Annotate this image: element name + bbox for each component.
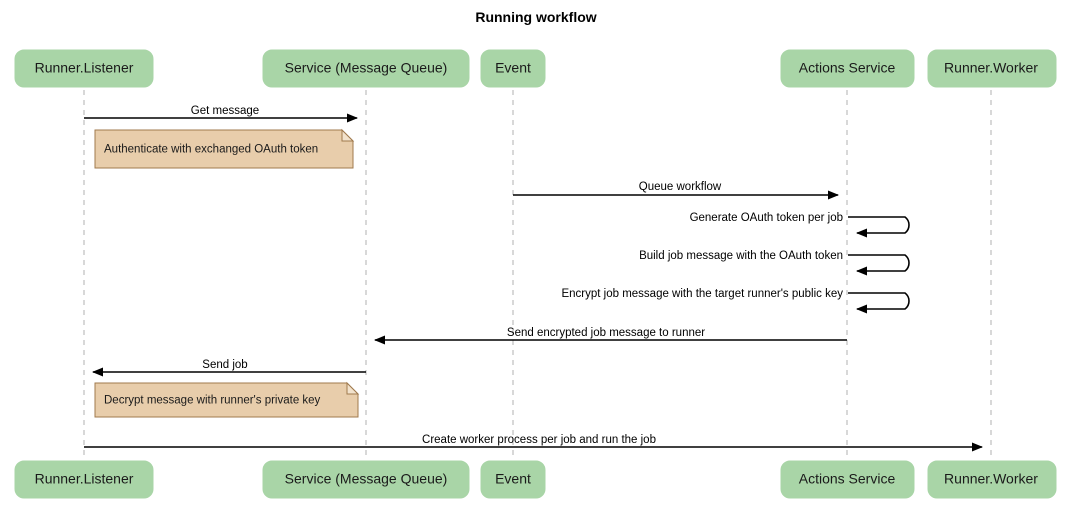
message-encrypt-job-message-with-the-target-runners-public-key: Encrypt job message with the target runn… [561,288,910,314]
participant-label: Runner.Worker [944,471,1038,487]
participant-label: Service (Message Queue) [285,60,448,76]
participant-box[interactable] [780,460,915,499]
participant-runner-listener-top[interactable]: Runner.Listener [14,49,154,88]
participant-label: Runner.Listener [35,471,134,487]
participant-runner-worker-bottom[interactable]: Runner.Worker [927,460,1057,499]
participant-box[interactable] [480,49,546,88]
note-label: Decrypt message with runner's private ke… [104,395,321,407]
message-label: Queue workflow [639,181,722,193]
participant-label: Runner.Listener [35,60,134,76]
message-self-loop [848,254,910,276]
participant-label: Service (Message Queue) [285,471,448,487]
message-self-loop [848,216,910,238]
participant-runner-listener-bottom[interactable]: Runner.Listener [14,460,154,499]
note-body [94,129,354,169]
message-label: Send job [202,359,247,371]
message-label: Send encrypted job message to runner [507,327,705,339]
note-decrypt: Decrypt message with runner's private ke… [94,381,360,418]
page-title: Running workflow [475,9,596,25]
message-self-loop [848,292,910,314]
participant-box[interactable] [14,49,154,88]
message-create-worker-process-per-job-and-run-the-job: Create worker process per job and run th… [84,434,983,452]
message-label: Create worker process per job and run th… [422,434,656,446]
participant-label: Actions Service [799,60,896,76]
message-build-job-message-with-the-oauth-token: Build job message with the OAuth token [639,250,910,276]
note-fold-icon [346,381,360,395]
participant-label: Runner.Worker [944,60,1038,76]
message-generate-oauth-token-per-job: Generate OAuth token per job [690,212,910,238]
participants-bottom: Runner.Listener Service (Message Queue) … [14,460,1057,499]
participant-box[interactable] [927,49,1057,88]
message-send-encrypted-job-message-to-runner: Send encrypted job message to runner [374,327,847,345]
participant-actions-service-bottom[interactable]: Actions Service [780,460,915,499]
participant-label: Actions Service [799,471,896,487]
participant-service-message-queue-bottom[interactable]: Service (Message Queue) [262,460,470,499]
participant-runner-worker-top[interactable]: Runner.Worker [927,49,1057,88]
lifelines [83,90,992,458]
participant-event-bottom[interactable]: Event [480,460,546,499]
message-queue-workflow: Queue workflow [513,181,839,200]
participant-actions-service-top[interactable]: Actions Service [780,49,915,88]
participant-box[interactable] [927,460,1057,499]
participant-box[interactable] [14,460,154,499]
message-get-message: Get message [84,105,358,123]
message-send-job: Send job [92,359,366,377]
participant-box[interactable] [262,49,470,88]
participant-service-message-queue-top[interactable]: Service (Message Queue) [262,49,470,88]
message-label: Build job message with the OAuth token [639,250,843,262]
participants-top: Runner.Listener Service (Message Queue) … [14,49,1057,88]
participant-event-top[interactable]: Event [480,49,546,88]
note-fold-icon [341,128,355,142]
participant-box[interactable] [780,49,915,88]
participant-label: Event [495,60,531,76]
message-label: Get message [191,105,259,117]
note-label: Authenticate with exchanged OAuth token [104,144,318,156]
participant-label: Event [495,471,531,487]
message-label: Encrypt job message with the target runn… [561,288,843,300]
message-label: Generate OAuth token per job [690,212,843,224]
note-authenticate: Authenticate with exchanged OAuth token [94,128,355,169]
participant-box[interactable] [480,460,546,499]
participant-box[interactable] [262,460,470,499]
note-body [94,382,359,418]
